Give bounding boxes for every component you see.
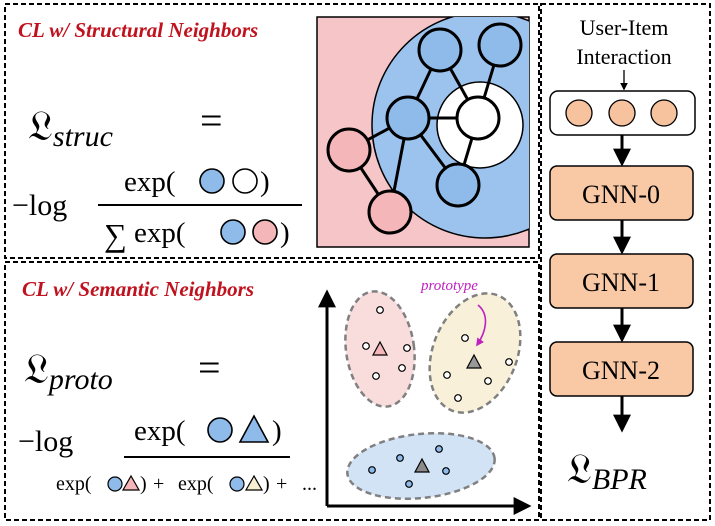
input-label-line2: Interaction	[576, 44, 671, 69]
bpr-loss: 𝔏BPR	[567, 447, 647, 496]
embedding-node-icon	[565, 99, 593, 127]
pink-triangle-icon	[121, 474, 141, 491]
semantic-panel-border	[4, 261, 540, 521]
proto-loss-symbol: 𝔏	[24, 347, 49, 393]
svg-text:𝔏struc: 𝔏struc	[28, 104, 113, 153]
embedding-node-icon	[650, 99, 678, 127]
proto-numerator-suffix: )	[272, 415, 282, 447]
gnn-layer-1-label: GNN-1	[582, 268, 660, 297]
pink-cluster-points	[362, 306, 411, 380]
proto-loss-subscript: proto	[47, 363, 113, 396]
pink-prototype-triangle	[371, 340, 389, 356]
blue-node-icon	[220, 219, 246, 245]
structural-panel-border	[4, 3, 540, 259]
blue-node-icon	[199, 168, 225, 194]
prototype-pointer-arrow	[476, 304, 487, 347]
semantic-title: CL w/ Semantic Neighbors	[22, 277, 254, 301]
bpr-loss-symbol: 𝔏	[567, 447, 592, 493]
struc-loss-subscript: struc	[53, 120, 113, 153]
proto-minus-log: −log	[18, 425, 73, 458]
blue-graph-node	[417, 27, 463, 73]
proto-denom-term2-prefix: exp(	[178, 473, 214, 495]
blue-graph-node	[477, 22, 523, 68]
blue-node-icon	[207, 417, 233, 443]
proto-equals: =	[198, 345, 221, 390]
blue-graph-node	[435, 162, 481, 208]
struc-minus-log: −log	[12, 189, 67, 222]
pink-graph-node	[326, 127, 372, 173]
structural-title: CL w/ Structural Neighbors	[18, 18, 258, 42]
proto-denom-ellipsis: ...	[302, 473, 317, 495]
struc-sum-symbol: ∑	[104, 217, 127, 253]
struc-numerator-suffix: )	[260, 166, 270, 198]
struc-loss-symbol: 𝔏	[28, 104, 53, 150]
struc-numerator-prefix: exp(	[124, 166, 176, 198]
proto-numerator-prefix: exp(	[134, 415, 186, 447]
yellow-cluster-points	[443, 334, 513, 402]
struc-equals: =	[200, 98, 223, 143]
input-label-line1: User-Item	[580, 15, 669, 40]
proto-denom-term1-suffix: )	[140, 473, 147, 495]
blue-prototype-triangle	[413, 457, 431, 473]
yellow-cluster	[428, 292, 522, 414]
semantic-scatter: prototype	[318, 278, 532, 515]
proto-denom-term1-prefix: exp(	[56, 473, 92, 495]
prototype-label: prototype	[420, 278, 478, 294]
pink-graph-node	[367, 189, 413, 235]
white-node-icon	[232, 168, 258, 194]
proto-denom-plus: +	[276, 473, 287, 495]
proto-denom-plus: +	[153, 473, 164, 495]
gnn-layer-2-label: GNN-2	[582, 356, 660, 385]
struc-denominator-prefix: exp(	[134, 217, 186, 249]
pipeline: User-Item Interaction GNN-0 GNN-1 GNN-2 …	[549, 15, 696, 496]
embedding-node-icon	[608, 99, 636, 127]
blue-node-icon	[107, 476, 123, 492]
gnn-layer-0-label: GNN-0	[582, 180, 660, 209]
bpr-loss-subscript: BPR	[592, 463, 647, 496]
pipeline-panel-border	[540, 3, 711, 521]
yellow-triangle-icon	[244, 474, 264, 491]
svg-text:𝔏proto: 𝔏proto	[24, 347, 113, 396]
prototype-triangle-icon	[238, 414, 270, 443]
blue-cluster-points	[368, 445, 450, 488]
blue-node-icon	[229, 476, 245, 492]
struc-loss-equation: 𝔏struc = −log exp( ) ∑ exp( )	[12, 98, 302, 253]
yellow-prototype-triangle	[465, 353, 483, 369]
anchor-graph-node	[455, 95, 501, 141]
proto-denom-term2-suffix: )	[263, 473, 270, 495]
struc-denominator-suffix: )	[280, 217, 290, 249]
blue-graph-node	[385, 95, 431, 141]
proto-loss-equation: 𝔏proto = −log exp( ) exp( ) + exp( ) + .…	[18, 345, 317, 495]
structural-graph	[316, 16, 530, 248]
pink-node-icon	[252, 219, 278, 245]
